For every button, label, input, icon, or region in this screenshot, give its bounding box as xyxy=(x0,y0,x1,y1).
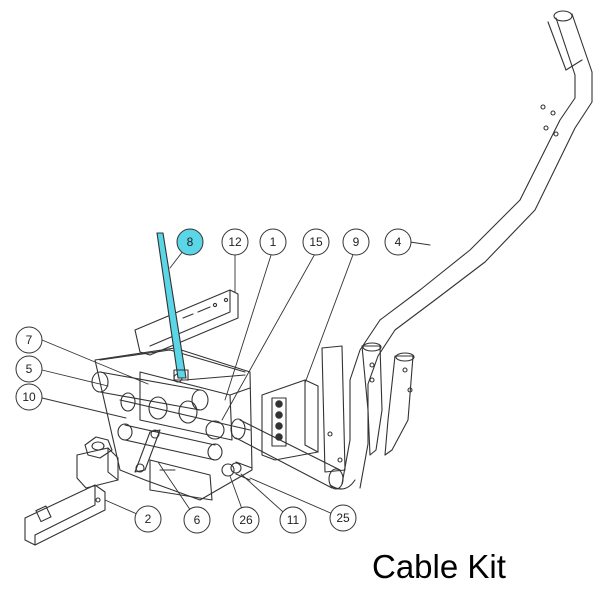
callout-15: 15 xyxy=(302,228,330,256)
callout-11: 11 xyxy=(279,506,307,534)
leader-25 xyxy=(249,477,343,519)
leader-7 xyxy=(41,339,149,385)
callout-1: 1 xyxy=(259,228,287,256)
upper-plate xyxy=(134,289,239,356)
callout-6: 6 xyxy=(183,506,211,534)
main-frame xyxy=(94,347,253,501)
callout-8: 8 xyxy=(176,228,204,256)
handle-tube xyxy=(327,10,593,490)
callout-10: 10 xyxy=(15,383,43,411)
rollers-and-pins xyxy=(91,371,225,461)
svg-text:11: 11 xyxy=(287,513,300,527)
cross-tube xyxy=(230,418,344,490)
svg-text:2: 2 xyxy=(145,512,152,526)
svg-text:6: 6 xyxy=(194,513,201,527)
svg-text:4: 4 xyxy=(395,235,402,249)
callout-7: 7 xyxy=(15,326,43,354)
cable-part-8 xyxy=(156,232,189,381)
bracket-plate xyxy=(261,379,319,461)
callout-2: 2 xyxy=(134,505,162,533)
callout-25: 25 xyxy=(329,504,357,532)
leader-10 xyxy=(41,397,127,419)
leader-9 xyxy=(304,251,355,384)
link-arms xyxy=(134,429,176,473)
hitch-receiver xyxy=(24,447,119,546)
callout-26: 26 xyxy=(232,506,260,534)
callout-12: 12 xyxy=(221,228,249,256)
diagram-caption: Cable Kit xyxy=(372,548,506,585)
leader-1 xyxy=(224,251,273,401)
svg-text:9: 9 xyxy=(353,235,360,249)
callout-bubbles: 8 12 1 15 9 4 7 5 xyxy=(15,228,412,534)
svg-text:12: 12 xyxy=(228,235,242,249)
svg-text:8: 8 xyxy=(187,235,194,249)
svg-text:15: 15 xyxy=(309,235,323,249)
bolt-assembly xyxy=(221,461,253,481)
svg-text:7: 7 xyxy=(26,333,33,347)
leader-5 xyxy=(41,369,109,387)
callout-9: 9 xyxy=(342,228,370,256)
callout-4: 4 xyxy=(384,228,412,256)
leader-4 xyxy=(409,241,431,246)
svg-text:5: 5 xyxy=(26,362,33,376)
handle-mount-tubes xyxy=(321,342,415,473)
svg-text:26: 26 xyxy=(239,513,253,527)
leader-15 xyxy=(221,251,317,421)
callout-5: 5 xyxy=(15,355,43,383)
svg-text:10: 10 xyxy=(22,390,36,404)
svg-text:25: 25 xyxy=(336,511,350,525)
svg-text:1: 1 xyxy=(270,235,277,249)
